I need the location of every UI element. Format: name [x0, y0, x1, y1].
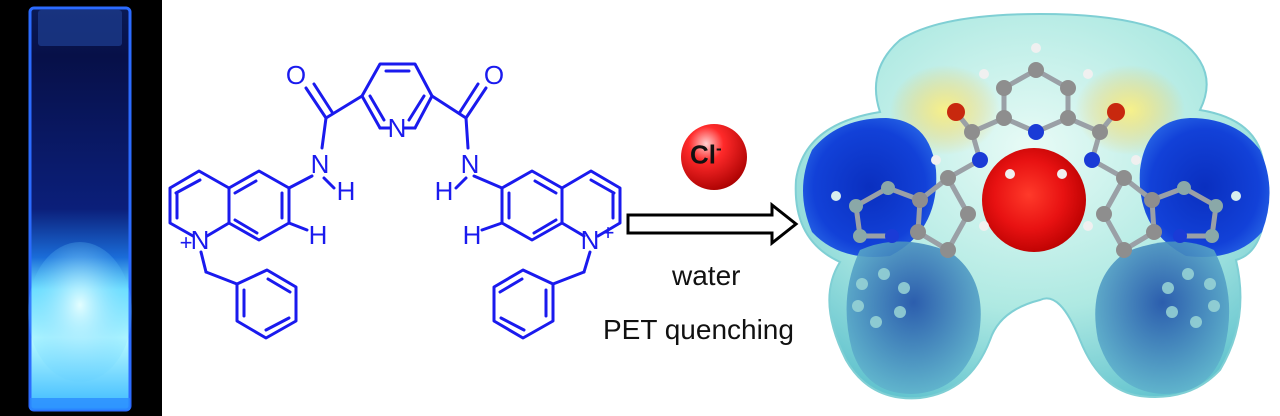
- amide-nitrogen-right: N: [461, 149, 480, 179]
- hydrogen-atom: [1131, 155, 1141, 165]
- nitrogen-atom: [1084, 152, 1100, 168]
- oxygen-atom-left: O: [286, 60, 306, 90]
- nitrogen-atom: [1028, 124, 1044, 140]
- quinolinium-nitrogen-left: N: [191, 225, 210, 255]
- chloride-sphere: [681, 124, 747, 190]
- carbon-atom: [849, 199, 863, 213]
- hydrogen-atom: [979, 221, 989, 231]
- positive-charge-left: +: [180, 230, 193, 255]
- oxygen-atom-right: O: [484, 60, 504, 90]
- carbon-atom: [1205, 229, 1219, 243]
- carbon-atom: [940, 170, 956, 186]
- carbon-atom: [996, 110, 1012, 126]
- chloride-symbol: Cl: [690, 139, 716, 170]
- amide-hydrogen-left: H: [337, 176, 356, 206]
- hydrogen-atom: [979, 69, 989, 79]
- carbon-atom: [1209, 199, 1223, 213]
- carbon-atom: [960, 206, 976, 222]
- cuvette-photo: [0, 0, 162, 416]
- oxygen-atom: [947, 103, 965, 121]
- hydrogen-atom: [831, 191, 841, 201]
- process-label: PET quenching: [603, 314, 794, 345]
- hydrogen-atom: [1083, 221, 1093, 231]
- structure-bonds: [168, 62, 622, 340]
- amide-hydrogen-right: H: [435, 176, 454, 206]
- ring-hydrogen-left: H: [309, 220, 328, 250]
- oxygen-atom: [1107, 103, 1125, 121]
- amide-nitrogen-left: N: [311, 149, 330, 179]
- positive-lobe-right: [1139, 118, 1270, 257]
- cuvette-glow: [28, 242, 132, 382]
- benzyl-groups: [852, 268, 1220, 328]
- hydrogen-atom: [1031, 43, 1041, 53]
- chloride-charge: -: [716, 139, 722, 158]
- lower-lobe-left: [846, 241, 981, 394]
- carbon-atom: [964, 124, 980, 140]
- solvent-label: water: [672, 260, 741, 291]
- carbon-atom: [996, 80, 1012, 96]
- quinolinium-nitrogen-right: N: [581, 225, 600, 255]
- carbon-atom: [881, 181, 895, 195]
- cuvette-cap: [38, 10, 122, 46]
- pyridine-nitrogen: N: [388, 113, 407, 143]
- negative-core: [982, 148, 1086, 252]
- carbon-atom: [940, 242, 956, 258]
- carbon-atom: [1146, 224, 1162, 240]
- chloride-label: Cl-: [690, 139, 722, 171]
- carbon-atom: [853, 229, 867, 243]
- carbon-atom: [1060, 110, 1076, 126]
- positive-lobe-left: [803, 118, 937, 257]
- carbon-atom: [1092, 124, 1108, 140]
- nitrogen-atom: [885, 229, 899, 243]
- carbon-atom: [1060, 80, 1076, 96]
- carbon-atom: [1177, 181, 1191, 195]
- lower-lobe-right: [1095, 241, 1230, 394]
- carbon-atom: [910, 224, 926, 240]
- hydrogen-atom: [1057, 169, 1067, 179]
- nitrogen-atom: [1173, 229, 1187, 243]
- carbon-atom: [1096, 206, 1112, 222]
- hydrogen-atom: [1083, 69, 1093, 79]
- carbon-atom: [1116, 170, 1132, 186]
- carbon-atom: [912, 192, 928, 208]
- ring-hydrogen-right: H: [463, 220, 482, 250]
- atom-labels: O O N N N H H H H N N + +: [180, 60, 615, 255]
- hydrogen-atom: [931, 155, 941, 165]
- carbon-atom: [1028, 62, 1044, 78]
- hydrogen-atom: [1231, 191, 1241, 201]
- carbon-atom: [1116, 242, 1132, 258]
- ball-and-stick-atoms: [831, 43, 1241, 258]
- hydrogen-atom: [1005, 169, 1015, 179]
- positive-charge-right: +: [602, 220, 615, 245]
- nitrogen-atom: [972, 152, 988, 168]
- carbon-atom: [1144, 192, 1160, 208]
